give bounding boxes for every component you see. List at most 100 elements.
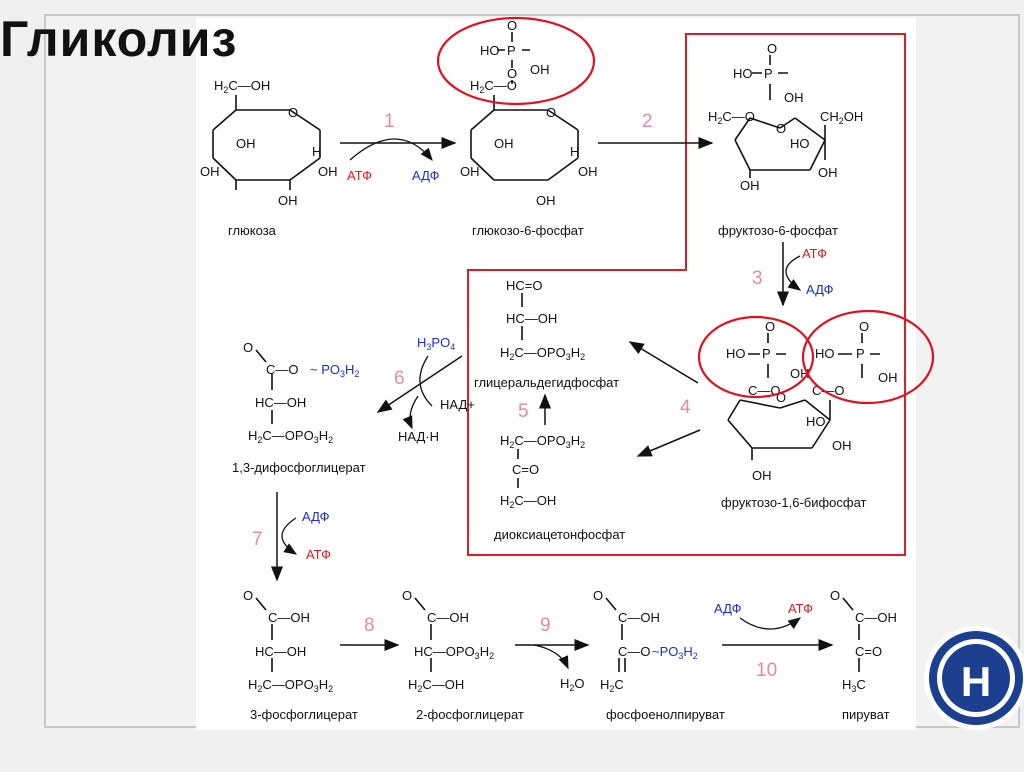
cofactor-nadh: НАД·Н [398, 429, 439, 444]
svg-text:OH: OH [578, 164, 598, 179]
svg-text:HC—OH: HC—OH [506, 311, 557, 326]
svg-text:C—OH: C—OH [427, 610, 469, 625]
glucose-labels: H2C—OH O OH OH OH H OH [200, 78, 338, 208]
bpg13-labels: O C—O ~ PO3H2 HC—OH H2C—OPO3H2 [243, 340, 359, 445]
label-pyruvate: пируват [842, 707, 890, 722]
step-number-5: 5 [518, 401, 529, 422]
arrow-step-4-gap [628, 341, 699, 384]
step-number-10: 10 [756, 660, 777, 681]
label-f6p: фруктозо-6-фосфат [718, 223, 838, 238]
svg-text:~PO3H2: ~PO3H2 [652, 644, 698, 661]
svg-text:HO: HO [726, 346, 746, 361]
svg-text:OH: OH [818, 165, 838, 180]
phosphate-highlight-3 [801, 309, 935, 405]
svg-text:H2C—OH: H2C—OH [408, 677, 464, 694]
cofactor-adf-7: АДФ [302, 509, 330, 524]
pg2-structure [414, 597, 432, 672]
label-f16bp: фруктозо-1,6-бифосфат [721, 495, 867, 510]
cofactor-atf-1: АТФ [347, 168, 372, 183]
svg-text:H2C: H2C [600, 677, 624, 694]
curve-step-6 [419, 355, 433, 407]
dhap-labels: H2C—OPO3H2 C=O H2C—OH [500, 433, 585, 510]
step-number-1: 1 [384, 111, 395, 132]
svg-text:O: O [767, 41, 777, 56]
svg-text:H2C—OPO3H2: H2C—OPO3H2 [500, 345, 585, 362]
svg-text:P: P [856, 346, 865, 361]
svg-text:O: O [288, 105, 298, 120]
svg-text:O: O [402, 588, 412, 603]
svg-text:C—O: C—O [266, 362, 299, 377]
svg-text:OH: OH [752, 468, 772, 483]
cofactor-atf-3: АТФ [802, 246, 827, 261]
arrow-step-4-dhap [636, 429, 701, 457]
svg-text:HC—OH: HC—OH [255, 644, 306, 659]
label-pg3: 3-фосфоглицерат [250, 707, 358, 722]
svg-text:C—O: C—O [748, 383, 781, 398]
svg-text:O: O [776, 121, 786, 136]
gap-labels: HC=O HC—OH H2C—OPO3H2 [500, 278, 585, 362]
svg-text:H2C—O: H2C—O [470, 78, 517, 95]
svg-text:OH: OH [878, 370, 898, 385]
cofactor-adf-10: АДФ [714, 601, 742, 616]
diagram-panel [196, 18, 916, 730]
curve-step-7 [281, 517, 298, 555]
cofactor-adf-1: АДФ [412, 168, 440, 183]
pg2-labels: O C—OH HC—OPO3H2 H2C—OH [402, 588, 494, 694]
curve-step-1 [349, 138, 433, 162]
highlight-box [467, 33, 906, 556]
svg-text:OH: OH [740, 178, 760, 193]
svg-text:O: O [765, 319, 775, 334]
label-pg2: 2-фосфоглицерат [416, 707, 524, 722]
svg-text:H: H [312, 144, 321, 159]
svg-text:OH: OH [460, 164, 480, 179]
svg-text:C=O: C=O [512, 462, 539, 477]
curve-step-9 [533, 644, 569, 670]
pyruvate-structure [842, 597, 860, 672]
cofactor-nad: НАД+ [440, 397, 475, 412]
svg-text:HC—OPO3H2: HC—OPO3H2 [414, 644, 494, 661]
svg-text:H2C—O: H2C—O [708, 109, 755, 126]
step-number-6: 6 [394, 368, 405, 389]
svg-text:CH2OH: CH2OH [820, 109, 863, 126]
svg-text:H: H [570, 144, 579, 159]
label-g6p: глюкозо-6-фосфат [472, 223, 584, 238]
step-number-8: 8 [364, 615, 375, 636]
cofactor-h2o: H2O [560, 676, 585, 693]
svg-text:H2C—OH: H2C—OH [500, 493, 556, 510]
svg-text:C—OH: C—OH [618, 610, 660, 625]
pyruvate-labels: O C—OH C=O H3C [830, 588, 897, 694]
svg-text:OH: OH [318, 164, 338, 179]
step-number-9: 9 [540, 615, 551, 636]
step-number-2: 2 [642, 111, 653, 132]
svg-text:Н: Н [961, 658, 991, 705]
curve-step-3 [785, 255, 802, 291]
slide-title: Гликолиз [0, 11, 238, 67]
bpg13-structure [255, 349, 273, 424]
svg-text:OH: OH [494, 136, 514, 151]
curve-step-10 [739, 617, 802, 630]
svg-text:OH: OH [236, 136, 256, 151]
svg-text:H2C—OPO3H2: H2C—OPO3H2 [248, 428, 333, 445]
cofactor-atf-10: АТФ [788, 601, 813, 616]
label-bpg13: 1,3-дифосфоглицерат [232, 460, 366, 475]
cofactor-atf-7: АТФ [306, 547, 331, 562]
svg-text:O: O [507, 66, 517, 81]
f16bp-structure [727, 333, 880, 460]
label-glucose: глюкоза [228, 223, 277, 238]
svg-text:P: P [762, 346, 771, 361]
g6p-structure [470, 32, 579, 181]
phosphate-highlight-1 [436, 16, 596, 106]
f6p-structure [734, 55, 826, 178]
cofactor-adf-3: АДФ [806, 282, 834, 297]
svg-text:HC—OH: HC—OH [255, 395, 306, 410]
svg-text:OH: OH [536, 193, 556, 208]
step-number-3: 3 [752, 268, 763, 289]
cofactor-h3po4: H3PO4 [417, 335, 455, 352]
svg-text:HO: HO [806, 414, 826, 429]
curve-step-6b [402, 395, 419, 430]
svg-text:OH: OH [784, 90, 804, 105]
svg-text:HC=O: HC=O [506, 278, 542, 293]
svg-text:O: O [507, 18, 517, 33]
svg-text:O: O [776, 390, 786, 405]
